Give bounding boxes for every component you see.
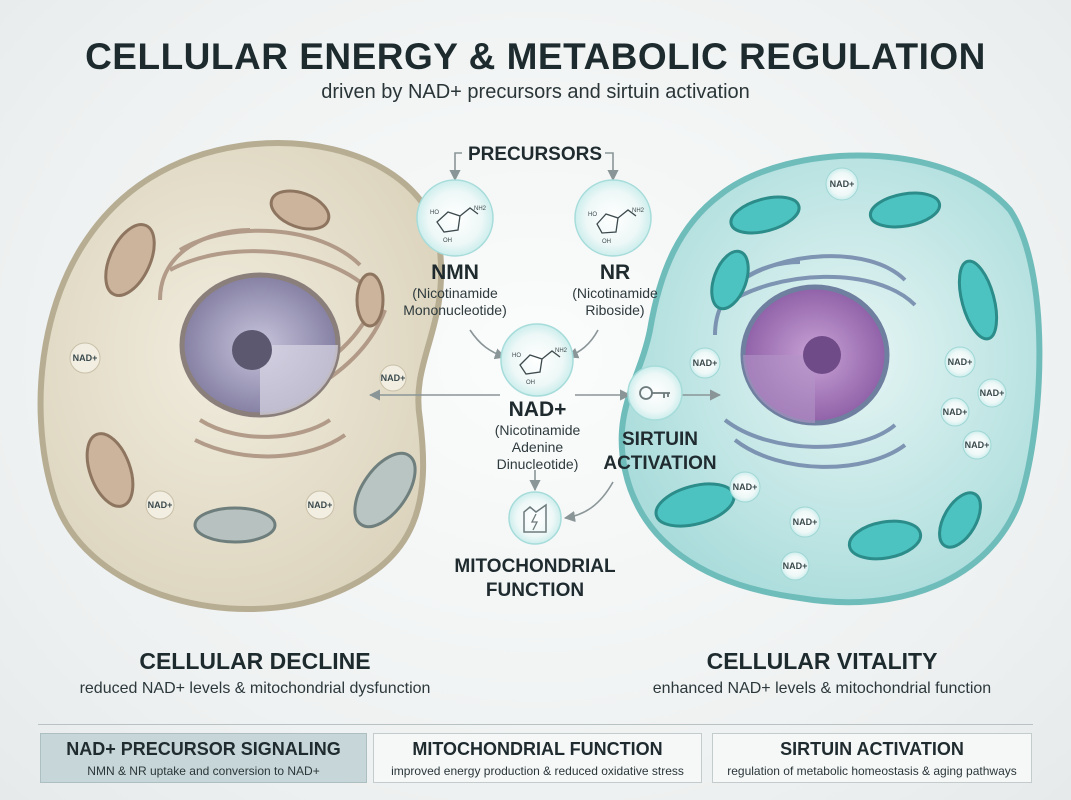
- molecule-label: OH: [443, 238, 452, 244]
- molecule-label: HO: [430, 210, 439, 216]
- mito-line-2: FUNCTION: [485, 580, 585, 601]
- nad-badge: NAD+: [73, 353, 98, 363]
- nr-full-name-1: (Nicotinamide: [572, 285, 658, 301]
- nad-badge: NAD+: [980, 388, 1005, 398]
- pathway-arrows: [368, 152, 722, 523]
- left-nad-badges: NAD+ NAD+ NAD+ NAD+: [69, 342, 407, 520]
- nad-badge: NAD+: [381, 373, 406, 383]
- molecule-label: NH2: [474, 206, 487, 212]
- nad-full-name-2: Adenine: [511, 439, 564, 455]
- cellular-decline-subtitle: reduced NAD+ levels & mitochondrial dysf…: [79, 680, 431, 697]
- footer-card-title: NAD+ PRECURSOR SIGNALING: [66, 739, 341, 759]
- molecule-label: NH2: [555, 348, 568, 354]
- nmn-full-name-2: Mononucleotide): [403, 302, 507, 318]
- nr-full-name-2: Riboside): [585, 302, 645, 318]
- right-cell-vital: NAD+ NAD+ NAD+ NAD+ NAD+ NAD+ NAD+ NAD+ …: [618, 152, 1043, 606]
- nad-name: NAD+: [508, 398, 567, 421]
- molecule-label: HO: [512, 353, 521, 359]
- footer-card-mitochondrial-function: MITOCHONDRIAL FUNCTION improved energy p…: [373, 733, 702, 783]
- footer-card-precursor-signaling: NAD+ PRECURSOR SIGNALING NMN & NR uptake…: [40, 733, 367, 783]
- right-nucleolus: [803, 336, 841, 374]
- page-subtitle: driven by NAD+ precursors and sirtuin ac…: [321, 81, 750, 103]
- sirtuin-line-1: SIRTUIN: [622, 429, 698, 450]
- nr-name: NR: [599, 261, 631, 284]
- nmn-full-name-1: (Nicotinamide: [412, 285, 498, 301]
- nr-label: NR (Nicotinamide Riboside): [555, 261, 675, 319]
- nad-full-name-1: (Nicotinamide: [494, 422, 581, 438]
- footer-divider: [38, 724, 1033, 725]
- left-endoplasmic-reticulum: [158, 228, 387, 459]
- left-cell-caption: CELLULAR DECLINE reduced NAD+ levels & m…: [30, 648, 480, 698]
- left-mitochondria: [85, 189, 417, 544]
- molecule-label: OH: [602, 239, 611, 245]
- right-endoplasmic-reticulum: [713, 254, 917, 469]
- cellular-vitality-subtitle: enhanced NAD+ levels & mitochondrial fun…: [652, 680, 992, 697]
- nad-badge: NAD+: [308, 500, 333, 510]
- mitochondrial-function-label: MITOCHONDRIAL FUNCTION: [420, 555, 650, 603]
- nmn-molecule-icon: HO NH2 OH: [416, 179, 494, 257]
- right-cell-caption: CELLULAR VITALITY enhanced NAD+ levels &…: [597, 648, 1047, 698]
- footer-card-title: SIRTUIN ACTIVATION: [780, 739, 964, 759]
- nad-molecule-icon: HO NH2 OH: [500, 323, 574, 397]
- nad-badge: NAD+: [148, 500, 173, 510]
- cellular-decline-heading: CELLULAR DECLINE: [139, 648, 371, 674]
- mito-line-1: MITOCHONDRIAL: [454, 556, 616, 577]
- nad-badge: NAD+: [783, 561, 808, 571]
- precursors-label: PRECURSORS: [467, 144, 603, 165]
- nad-badge: NAD+: [830, 179, 855, 189]
- nad-badge: NAD+: [965, 440, 990, 450]
- right-nad-badges: NAD+ NAD+ NAD+ NAD+ NAD+ NAD+ NAD+ NAD+ …: [689, 167, 1007, 581]
- footer-card-sirtuin-activation: SIRTUIN ACTIVATION regulation of metabol…: [712, 733, 1032, 783]
- nad-badge: NAD+: [693, 358, 718, 368]
- nmn-label: NMN (Nicotinamide Mononucleotide): [395, 261, 515, 319]
- page-title: CELLULAR ENERGY & METABOLIC REGULATION: [85, 36, 986, 77]
- sirtuin-activation-label: SIRTUIN ACTIVATION: [585, 428, 735, 476]
- sirtuin-line-2: ACTIVATION: [603, 453, 717, 474]
- footer-card-subtitle: NMN & NR uptake and conversion to NAD+: [87, 764, 320, 778]
- molecule-label: HO: [588, 212, 597, 218]
- molecule-label: NH2: [632, 208, 645, 214]
- left-nucleolus: [232, 330, 272, 370]
- cellular-vitality-heading: CELLULAR VITALITY: [706, 648, 938, 674]
- nr-molecule-icon: HO NH2 OH: [574, 179, 652, 257]
- sirtuin-key-icon: [627, 365, 683, 421]
- nad-badge: NAD+: [948, 357, 973, 367]
- nad-badge: NAD+: [943, 407, 968, 417]
- footer-card-subtitle: regulation of metabolic homeostasis & ag…: [727, 764, 1017, 778]
- nad-badge: NAD+: [793, 517, 818, 527]
- molecule-label: OH: [526, 380, 535, 386]
- nad-full-name-3: Dinucleotide): [496, 456, 579, 472]
- left-cell-declining: NAD+ NAD+ NAD+ NAD+: [37, 140, 445, 613]
- right-mitochondria: [654, 191, 999, 561]
- nmn-name: NMN: [431, 261, 479, 284]
- nad-badge: NAD+: [733, 482, 758, 492]
- footer-card-subtitle: improved energy production & reduced oxi…: [391, 764, 684, 778]
- nad-label: NAD+ (Nicotinamide Adenine Dinucleotide): [475, 398, 600, 473]
- mitochondrial-energy-icon: [508, 491, 562, 545]
- footer-card-title: MITOCHONDRIAL FUNCTION: [412, 739, 663, 759]
